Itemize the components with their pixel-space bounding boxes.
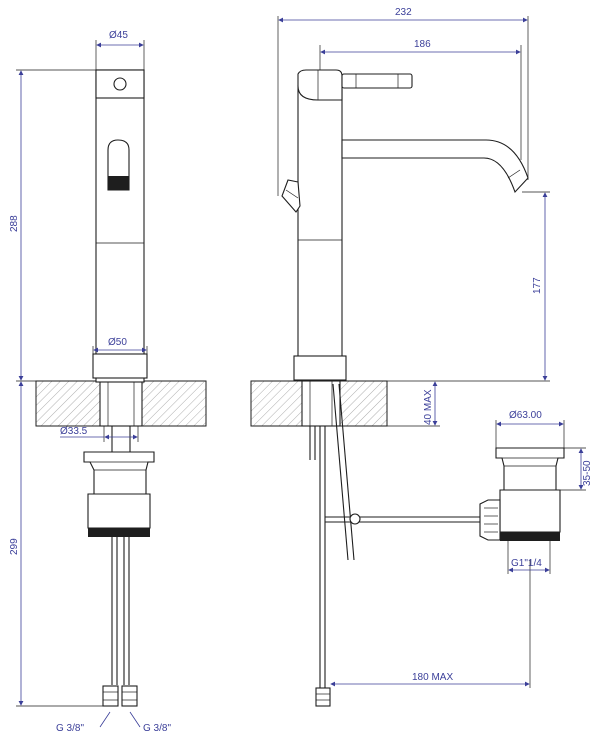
dim-front-total-height: 288 <box>9 215 20 232</box>
label-connector-right: G 3/8" <box>143 723 171 734</box>
dim-counter-max-thickness: 40 MAX <box>423 389 434 425</box>
dim-side-total-reach: 232 <box>395 7 412 18</box>
dim-front-below-counter: 299 <box>9 538 20 555</box>
waste-side-knob <box>479 499 501 541</box>
side-tap-body <box>297 85 343 381</box>
label-connector-left: G 3/8" <box>56 723 84 734</box>
dim-waste-top-diameter: Ø63.00 <box>509 410 542 421</box>
front-lever-hole <box>113 77 127 91</box>
side-view: 232 186 177 40 MAX 180 MAX <box>250 7 550 707</box>
dim-front-base-diameter: Ø50 <box>108 337 127 348</box>
waste-detail: Ø63.00 35-50 G1"1/4 <box>479 410 593 574</box>
dim-side-spout-height: 177 <box>532 277 543 294</box>
dim-front-hole-diameter: Ø33.5 <box>60 426 88 437</box>
dim-front-body-diameter: Ø45 <box>109 30 128 41</box>
side-lever-handle <box>341 73 413 89</box>
front-connector-right <box>121 685 138 707</box>
dim-waste-max-distance: 180 MAX <box>412 672 453 683</box>
front-tap-body <box>95 69 145 383</box>
side-spout <box>341 139 529 194</box>
dim-waste-height-range: 35-50 <box>582 460 593 486</box>
dim-side-spout-reach: 186 <box>414 39 431 50</box>
front-view: Ø45 288 Ø50 Ø33.5 299 G 3/8" G 3/8" <box>9 30 207 734</box>
dim-waste-thread: G1"1/4 <box>511 558 542 569</box>
front-connector-left <box>102 685 119 707</box>
